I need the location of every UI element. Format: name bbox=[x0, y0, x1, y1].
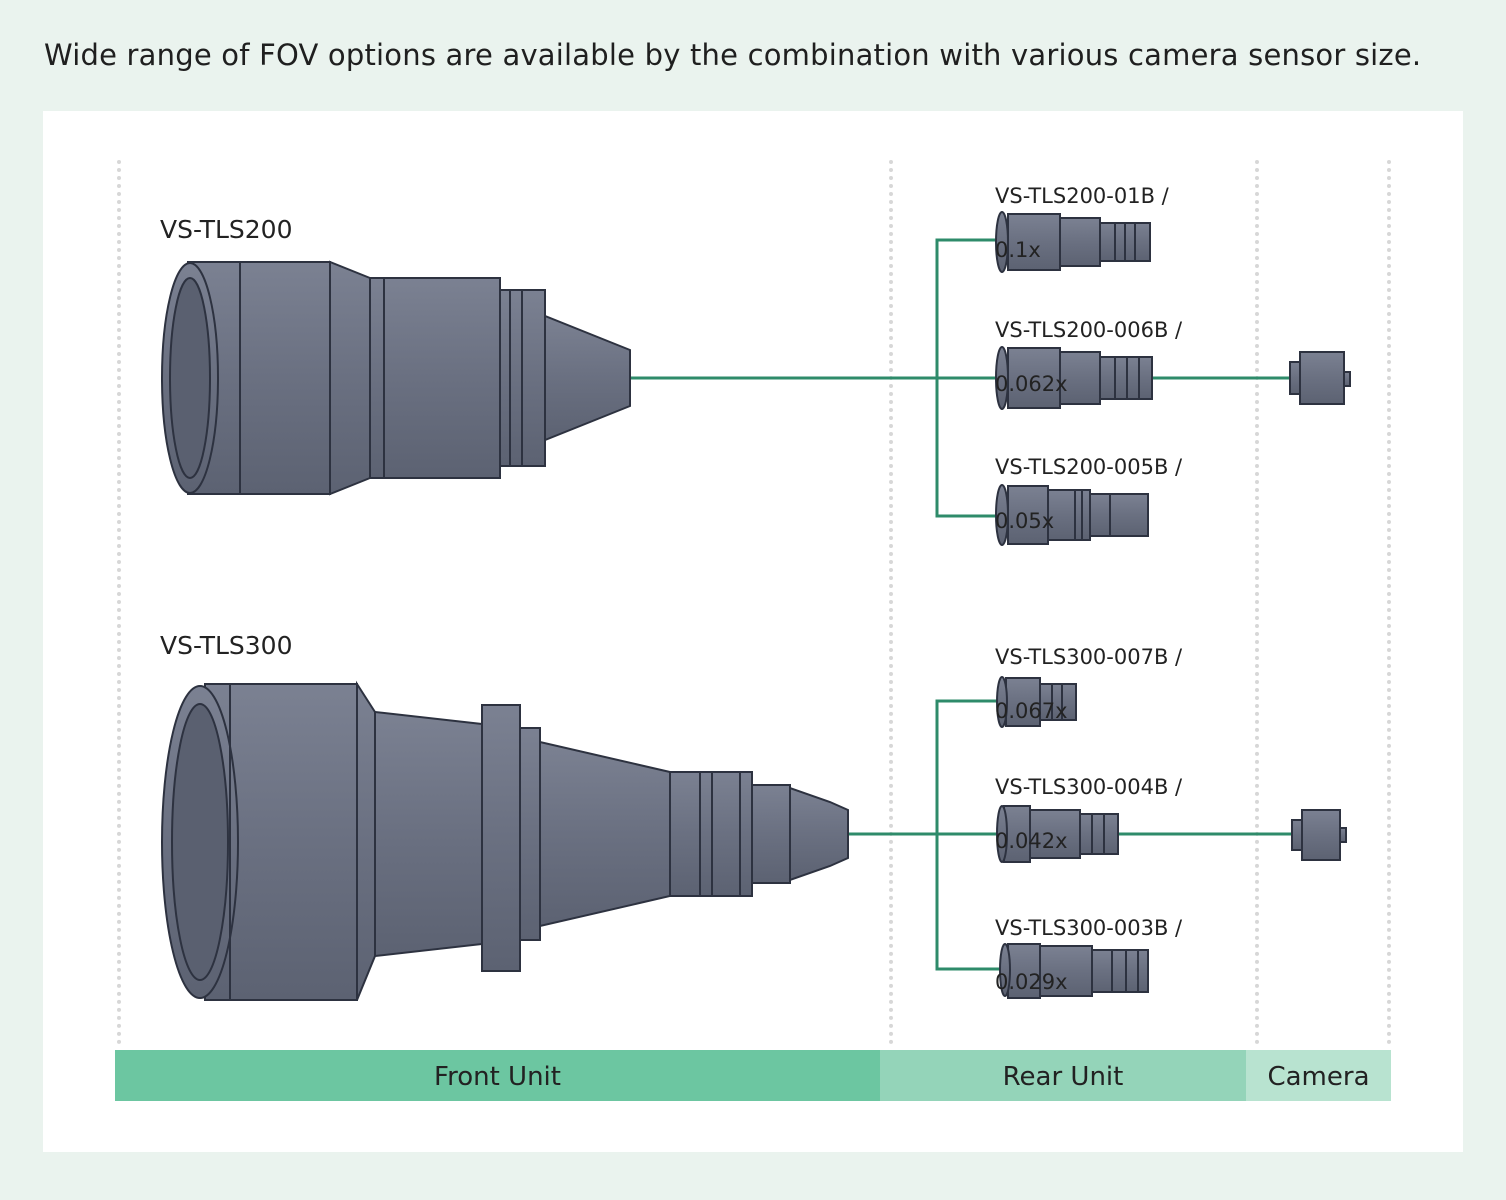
camera-icon-bottom bbox=[1291, 809, 1347, 861]
rear-unit-magnification: 0.067x bbox=[995, 699, 1068, 723]
rear-unit-label: VS-TLS300-003B / 0.029x bbox=[995, 888, 1182, 1023]
rear-unit-label: VS-TLS200-006B / 0.062x bbox=[995, 290, 1182, 425]
rear-unit-model: VS-TLS200-005B / bbox=[995, 455, 1183, 479]
rear-unit-magnification: 0.062x bbox=[995, 372, 1068, 396]
front-unit-bar: Front Unit bbox=[115, 1050, 880, 1101]
rear-unit-model: VS-TLS300-003B / bbox=[995, 916, 1183, 940]
rear-unit-model: VS-TLS200-01B / bbox=[995, 184, 1169, 208]
column-divider-right bbox=[1387, 160, 1391, 1045]
front-unit-label-tls200: VS-TLS200 bbox=[160, 215, 293, 244]
rear-lens-vs-tls200-01b bbox=[995, 211, 1151, 273]
rear-unit-magnification: 0.029x bbox=[995, 970, 1068, 994]
rear-lens-vs-tls200-005b bbox=[995, 484, 1149, 546]
rear-unit-label: VS-TLS300-007B / 0.067x bbox=[995, 617, 1182, 752]
rear-lens-vs-tls300-003b bbox=[999, 943, 1149, 999]
rear-unit-magnification: 0.1x bbox=[995, 238, 1041, 262]
camera-bar: Camera bbox=[1246, 1050, 1391, 1101]
column-divider-front-rear bbox=[889, 160, 893, 1045]
rear-lens-vs-tls300-007b bbox=[996, 676, 1077, 728]
column-divider-left bbox=[117, 160, 121, 1045]
rear-unit-model: VS-TLS300-007B / bbox=[995, 645, 1183, 669]
headline: Wide range of FOV options are available … bbox=[44, 38, 1422, 72]
rear-lens-vs-tls300-004b bbox=[996, 805, 1119, 863]
connector-lines bbox=[630, 238, 1294, 971]
lens-vs-tls200 bbox=[161, 260, 631, 496]
rear-unit-label: VS-TLS200-005B / 0.05x bbox=[995, 427, 1182, 562]
rear-unit-model: VS-TLS300-004B / bbox=[995, 775, 1183, 799]
rear-unit-magnification: 0.042x bbox=[995, 829, 1068, 853]
rear-unit-label: VS-TLS300-004B / 0.042x bbox=[995, 747, 1182, 882]
camera-icon-top bbox=[1289, 351, 1351, 405]
lens-vs-tls300 bbox=[161, 680, 849, 1001]
front-unit-label-tls300: VS-TLS300 bbox=[160, 631, 293, 660]
rear-unit-bar: Rear Unit bbox=[880, 1050, 1246, 1101]
rear-lens-vs-tls200-006b bbox=[995, 346, 1153, 410]
rear-unit-label: VS-TLS200-01B / 0.1x bbox=[995, 156, 1169, 291]
rear-unit-model: VS-TLS200-006B / bbox=[995, 318, 1183, 342]
rear-unit-magnification: 0.05x bbox=[995, 509, 1055, 533]
column-divider-rear-camera bbox=[1255, 160, 1259, 1045]
